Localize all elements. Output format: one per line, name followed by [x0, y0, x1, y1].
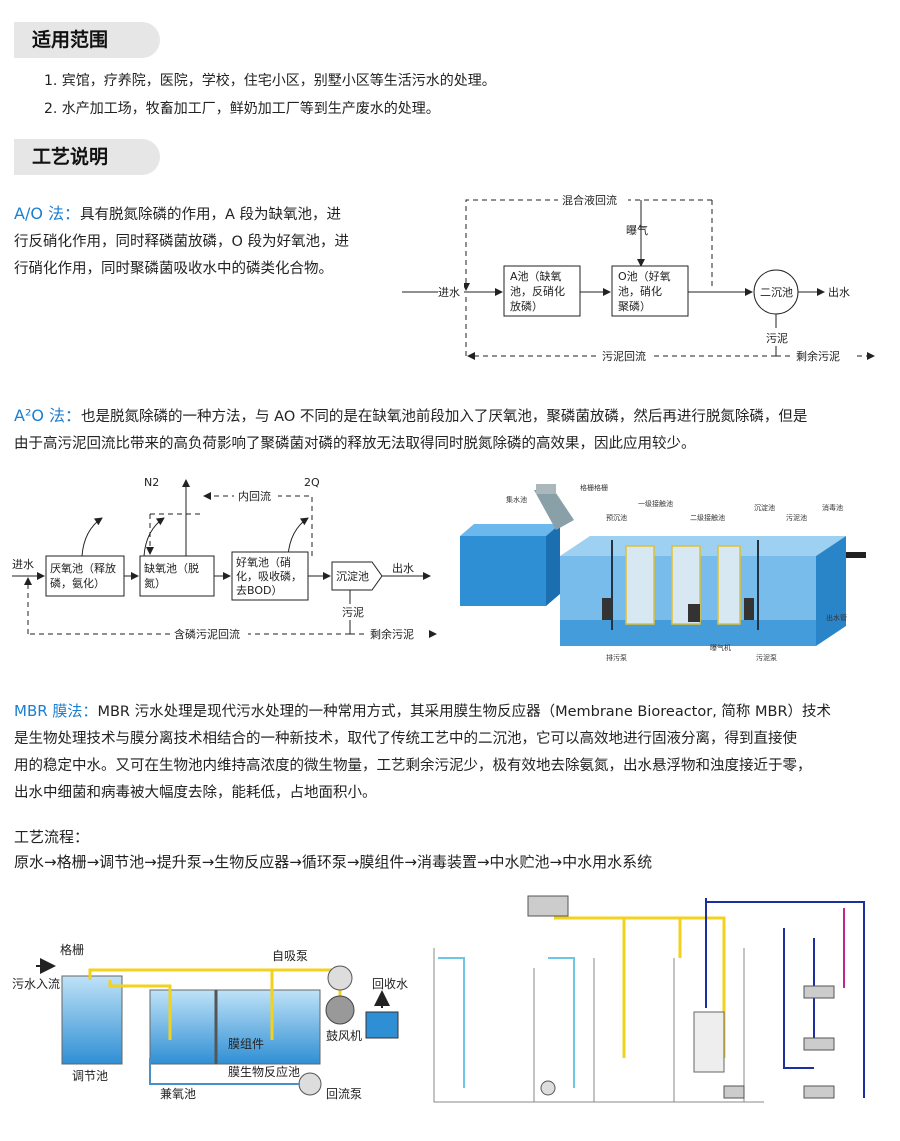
- a2o-anaerobic-line1: 厌氧池（释放: [50, 561, 116, 575]
- ao-a-tank-line2: 池，反硝化: [510, 284, 565, 298]
- ao-process-diagram: 混合液回流 曝气 进水 A池（缺氧 池，反硝化 放磷） O池（好氧 池，硝化 聚…: [402, 192, 875, 364]
- tank-label-collector: 集水池: [506, 495, 527, 504]
- scope-item-1: 1. 宾馆，疗养院，医院，学校，住宅小区，别墅小区等生活污水的处理。: [44, 73, 496, 89]
- ao-a-tank-line3: 放磷）: [510, 299, 543, 313]
- a2o-process-diagram: N2 2Q 内回流 进水 厌氧池（释放 磷，氨化） 缺氧池（脱 氮） 好氧池（硝…: [12, 476, 437, 642]
- mbr-description: MBR 膜法：MBR 污水处理是现代污水处理的一种常用方式，其采用膜生物反应器（…: [14, 698, 889, 807]
- a2o-n2-label: N2: [144, 476, 159, 489]
- a2o-line-1: 也是脱氮除磷的一种方法，与 AO 不同的是在缺氧池前段加入了厌氧池，聚磷菌放磷，…: [81, 409, 808, 425]
- tank-label-contact1: 一级接触池: [638, 499, 673, 508]
- mbr-pump-label: 自吸泵: [272, 949, 308, 963]
- ao-aeration-label: 曝气: [626, 223, 648, 237]
- a2o-sludge-label: 污泥: [342, 606, 364, 619]
- ao-a-tank: [503, 265, 581, 317]
- mbr-piping-schematic: [433, 895, 865, 1103]
- mbr-recycle-label: 回收水: [372, 977, 408, 991]
- a2o-p-sludge-reflux-label: 含磷污泥回流: [174, 627, 240, 641]
- mbr-label: MBR 膜法：: [14, 702, 98, 720]
- ao-o-tank-line2: 池，硝化: [618, 284, 662, 298]
- a2o-anoxic-line2: 氮）: [144, 576, 166, 590]
- ao-description: A/O 法：具有脱氮除磷的作用，A 段为缺氧池，进 行反硝化作用，同时释磷菌放磷…: [14, 200, 394, 283]
- mbr-membrane-label: 膜组件: [228, 1037, 264, 1051]
- tank-label-settle: 沉淀池: [754, 503, 775, 512]
- a2o-clarifier: [331, 561, 383, 591]
- tank-label-sludge: 污泥池: [786, 513, 807, 522]
- ao-sludge-label: 污泥: [766, 332, 788, 345]
- ao-a-tank-line1: A池（缺氧: [510, 269, 562, 283]
- ao-o-tank-line1: O池（好氧: [618, 269, 671, 283]
- a2o-anaerobic-line2: 磷，氨化）: [50, 576, 105, 590]
- a2o-anoxic-line1: 缺氧池（脱: [144, 561, 199, 575]
- tank-label-drainpump: 排污泵: [606, 653, 627, 662]
- ao-clarifier-label: 二沉池: [760, 286, 793, 299]
- section-title-scope: 适用范围: [14, 22, 160, 58]
- tank-label-disinfect: 消毒池: [822, 503, 843, 512]
- ao-inlet-label: 进水: [438, 286, 460, 299]
- a2o-description: A²O 法：也是脱氮除磷的一种方法，与 AO 不同的是在缺氧池前段加入了厌氧池，…: [14, 402, 889, 458]
- a2o-aerobic-line2: 化，吸收磷，: [236, 569, 302, 583]
- ao-mixed-reflux-label: 混合液回流: [562, 193, 617, 207]
- a2o-inlet-label: 进水: [12, 558, 34, 571]
- mbr-line-1: MBR 污水处理是现代污水处理的一种常用方式，其采用膜生物反应器（Membran…: [97, 704, 832, 720]
- a2o-aerobic-line1: 好氧池（硝: [236, 555, 291, 569]
- a2o-2q-label: 2Q: [304, 476, 320, 489]
- ao-sludge-reflux-label: 污泥回流: [602, 349, 646, 363]
- a2o-aerobic-line3: 去BOD）: [236, 584, 282, 597]
- tank-label-contact2: 二级接触池: [690, 513, 725, 522]
- a2o-label: A²O 法：: [14, 406, 82, 425]
- a2o-outlet-label: 出水: [392, 561, 414, 575]
- ao-line-2: 行反硝化作用，同时释磷菌放磷，O 段为好氧池，进: [14, 234, 350, 250]
- a2o-aerobic-tank: [231, 551, 309, 601]
- a2o-clarifier-label: 沉淀池: [336, 569, 369, 583]
- a2o-line-2: 由于高污泥回流比带来的高负荷影响了聚磷菌对磷的释放无法取得同时脱氮除磷的高效果，…: [14, 436, 696, 452]
- section-title-process: 工艺说明: [14, 139, 160, 175]
- mbr-inflow-label: 污水入流: [12, 977, 60, 991]
- ao-o-tank: [611, 265, 689, 317]
- mbr-process-illustration: 格栅 污水入流 自吸泵 回收水 鼓风机 膜组件 调节池 兼氧池 膜生物反应池 回…: [12, 942, 408, 1101]
- mbr-line-3: 用的稳定中水。又可在生物池内维持高浓度的微生物量，工艺剩余污泥少，极有效地去除氨…: [14, 758, 812, 774]
- ao-label: A/O 法：: [14, 204, 81, 223]
- mbr-bioreactor-label: 膜生物反应池: [228, 1064, 300, 1079]
- a2o-excess-sludge-label: 剩余污泥: [370, 627, 414, 641]
- ao-outlet-label: 出水: [828, 285, 850, 299]
- mbr-grille-label: 格栅: [60, 942, 84, 957]
- mbr-anoxic-label: 兼氧池: [160, 1087, 196, 1101]
- tank-label-outlet: 出水管: [826, 613, 847, 622]
- tank-label-grille: 格栅格栅: [580, 483, 608, 492]
- mbr-return-pump-label: 回流泵: [326, 1087, 362, 1101]
- mbr-line-4: 出水中细菌和病毒被大幅度去除，能耗低，占地面积小。: [14, 785, 377, 801]
- ao-o-tank-line3: 聚磷）: [618, 300, 651, 313]
- mbr-blower-label: 鼓风机: [326, 1029, 362, 1043]
- a2o-anoxic-tank: [139, 555, 215, 597]
- mbr-flow: 原水→格栅→调节池→提升泵→生物反应器→循环泵→膜组件→消毒装置→中水贮池→中水…: [14, 853, 653, 871]
- tank-label-presettle: 预沉池: [606, 513, 627, 522]
- ao-excess-sludge-label: 剩余污泥: [796, 349, 840, 363]
- ao-line-1: 具有脱氮除磷的作用，A 段为缺氧池，进: [80, 207, 342, 223]
- ao-line-3: 行硝化作用，同时聚磷菌吸收水中的磷类化合物。: [14, 261, 333, 277]
- tank-label-sludgepump: 污泥泵: [756, 654, 777, 662]
- mbr-line-2: 是生物处理技术与膜分离技术相结合的一种新技术，取代了传统工艺中的二沉池，它可以高…: [14, 731, 797, 747]
- mbr-flow-title: 工艺流程：: [14, 828, 90, 846]
- a2o-inner-reflux-label: 内回流: [238, 489, 271, 503]
- scope-item-2: 2. 水产加工场，牧畜加工厂，鲜奶加工厂等到生产废水的处理。: [44, 101, 440, 117]
- tank-label-aerator: 曝气机: [710, 643, 731, 652]
- a2o-tank-illustration: 集水池 格栅格栅 预沉池 一级接触池 二级接触池 沉淀池 污泥池 消毒池 出水管…: [460, 483, 866, 662]
- mbr-equalization-label: 调节池: [72, 1069, 108, 1083]
